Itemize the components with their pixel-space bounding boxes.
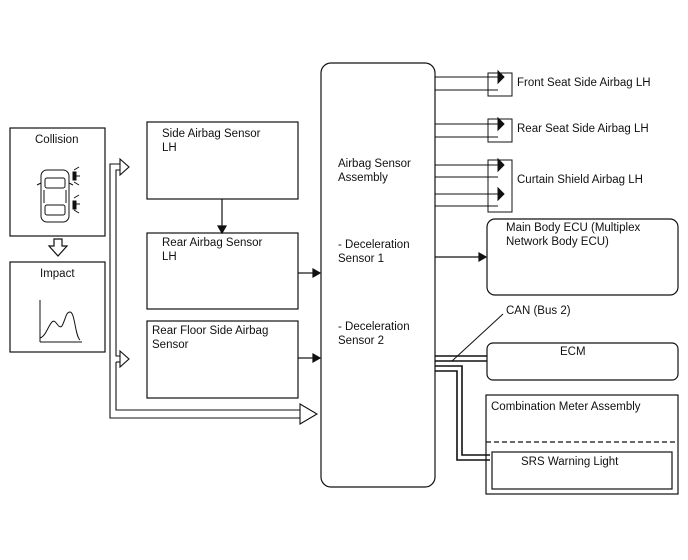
front-seat-airbag-label: Front Seat Side Airbag LH (517, 77, 651, 89)
decel-sensor-2-label-2: Sensor 2 (338, 335, 385, 347)
combination-meter-label: Combination Meter Assembly (491, 401, 641, 413)
ecm-label: ECM (560, 346, 586, 358)
car-top-view-icon (36, 166, 80, 223)
srs-warning-light-box (491, 451, 673, 490)
ecm-box (486, 342, 679, 381)
side-airbag-sensor-label-2: LH (162, 142, 177, 154)
rear-airbag-sensor-label-2: LH (162, 251, 177, 263)
assembly-title-1: Airbag Sensor (338, 158, 411, 170)
main-body-ecu-label-2: Network Body ECU) (506, 236, 609, 248)
side-to-rear-arrowhead (216, 225, 228, 235)
rear-floor-sensor-label-2: Sensor (152, 339, 189, 351)
curtain-airbag-label: Curtain Shield Airbag LH (517, 174, 643, 186)
collision-label: Collision (35, 134, 79, 146)
impact-label: Impact (40, 268, 75, 280)
decel-sensor-2-label-1: - Deceleration (338, 321, 410, 333)
rear-airbag-sensor-label-1: Rear Airbag Sensor (162, 237, 263, 249)
side-airbag-sensor-label-1: Side Airbag Sensor (162, 128, 261, 140)
decel-sensor-1-label-1: - Deceleration (338, 239, 410, 251)
impact-graph-icon (39, 300, 82, 343)
airbag-sensor-assembly-box (320, 62, 436, 488)
collision-box (9, 127, 106, 237)
main-body-ecu-box (486, 218, 679, 296)
rear-floor-sensor-box (146, 320, 299, 399)
can-label-leader (451, 313, 504, 362)
impact-box (9, 261, 106, 353)
rear-floor-sensor-label-1: Rear Floor Side Airbag (152, 325, 269, 337)
impact-distribution-arrows (109, 157, 319, 425)
squib-connector-icons (487, 69, 513, 213)
assembly-title-2: Assembly (338, 172, 388, 184)
srs-warning-light-label: SRS Warning Light (521, 456, 619, 468)
combination-meter-box (485, 394, 679, 495)
decel-sensor-1-label-2: Sensor 1 (338, 253, 385, 265)
can-bus-lines (435, 355, 490, 461)
can-bus-label: CAN (Bus 2) (506, 305, 571, 317)
rear-seat-airbag-label: Rear Seat Side Airbag LH (517, 123, 649, 135)
collision-to-impact-arrow (47, 238, 69, 257)
main-body-ecu-label-1: Main Body ECU (Multiplex (506, 222, 641, 234)
